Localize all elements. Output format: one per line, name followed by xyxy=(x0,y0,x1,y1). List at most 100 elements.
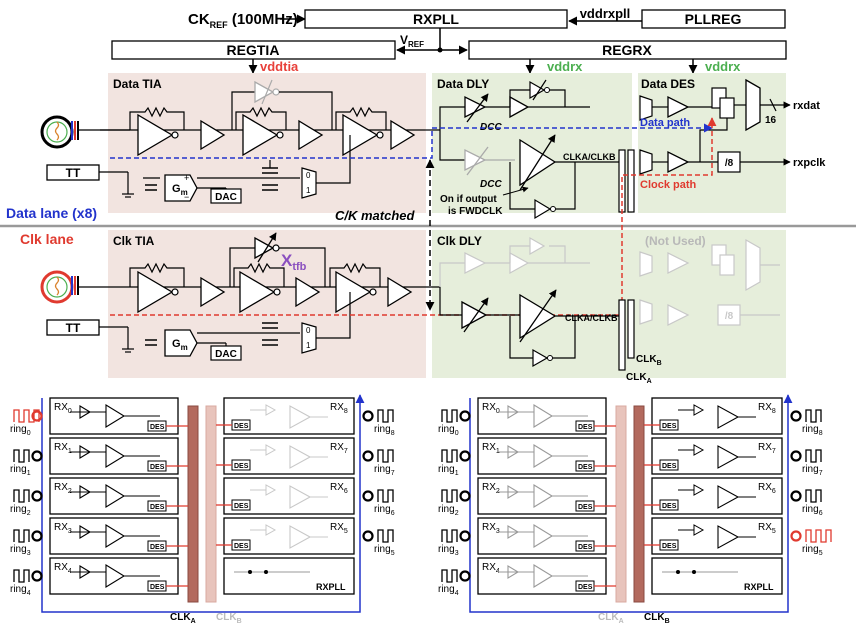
svg-text:On if output: On if output xyxy=(440,194,497,205)
svg-text:DES: DES xyxy=(150,584,165,591)
xtfb-label: Xtfb xyxy=(281,251,307,273)
svg-text:ring1: ring1 xyxy=(10,464,31,477)
svg-text:ring5: ring5 xyxy=(374,544,395,557)
svg-text:RXPLL: RXPLL xyxy=(744,582,774,592)
svg-text:RXPLL: RXPLL xyxy=(316,582,346,592)
clk-bar-b xyxy=(633,405,645,603)
clk-dly-title: Clk DLY xyxy=(437,234,482,248)
vddtia-label: vddtia xyxy=(260,59,299,74)
ckref-label: CKREF (100MHz) xyxy=(188,11,298,30)
clk-lane-label: Clk lane xyxy=(20,231,74,247)
ring-indicator xyxy=(790,410,802,422)
ring-indicator xyxy=(459,490,471,502)
svg-text:ring0: ring0 xyxy=(10,424,31,437)
svg-text:RX1: RX1 xyxy=(54,442,72,455)
svg-text:RX4: RX4 xyxy=(54,562,72,575)
ring-indicator xyxy=(459,410,471,422)
svg-text:DES: DES xyxy=(150,504,165,511)
clk-bar-a xyxy=(187,405,199,603)
svg-text:RX6: RX6 xyxy=(758,482,776,495)
svg-text:DES: DES xyxy=(578,424,593,431)
svg-text:RX2: RX2 xyxy=(482,482,500,495)
clk-mux xyxy=(301,322,317,354)
svg-text:ring0: ring0 xyxy=(438,424,459,437)
ring-indicator xyxy=(362,450,374,462)
pllreg-block xyxy=(641,9,786,29)
svg-text:RX5: RX5 xyxy=(330,522,348,535)
data-des-title: Data DES xyxy=(641,77,695,91)
svg-text:RX8: RX8 xyxy=(330,402,348,415)
data-path-label: Data path xyxy=(640,117,690,129)
svg-text:ring4: ring4 xyxy=(438,584,459,597)
rx-cell: RXPLL xyxy=(651,557,783,595)
ring-indicator xyxy=(362,530,374,542)
svg-text:RX0: RX0 xyxy=(54,402,72,415)
data-dly-title: Data DLY xyxy=(437,77,489,91)
data-tia-title: Data TIA xyxy=(113,77,162,91)
rx-cell: RXPLL xyxy=(223,557,355,595)
svg-text:RX5: RX5 xyxy=(758,522,776,535)
clkb-label: CLKB xyxy=(636,354,662,367)
svg-text:DES: DES xyxy=(234,543,249,550)
svg-text:is FWDCLK: is FWDCLK xyxy=(448,206,503,217)
svg-text:CLKB: CLKB xyxy=(644,612,670,625)
svg-text:DAC: DAC xyxy=(215,192,237,203)
rxpll-label: RXPLL xyxy=(413,11,459,27)
data-path-line xyxy=(110,123,713,159)
svg-text:DES: DES xyxy=(578,544,593,551)
svg-text:ring3: ring3 xyxy=(438,544,459,557)
clk-lane-circuit: TT Xtfb Gm DAC 0 1 xyxy=(40,232,780,385)
ring-indicator xyxy=(790,450,802,462)
svg-text:0: 0 xyxy=(306,171,311,180)
svg-text:DES: DES xyxy=(662,543,677,550)
not-used-label: (Not Used) xyxy=(645,234,706,248)
svg-text:RX6: RX6 xyxy=(330,482,348,495)
svg-text:ring1: ring1 xyxy=(438,464,459,477)
unused-path-ghost xyxy=(439,236,780,326)
svg-text:0: 0 xyxy=(306,326,311,335)
svg-text:DES: DES xyxy=(234,423,249,430)
clock-path-line xyxy=(621,117,717,318)
clka-label: CLKA xyxy=(626,372,652,385)
svg-text:ring4: ring4 xyxy=(10,584,31,597)
svg-text:ring6: ring6 xyxy=(374,504,395,517)
ring-indicator xyxy=(31,570,43,582)
pllreg-label: PLLREG xyxy=(685,11,742,27)
svg-text:DES: DES xyxy=(234,463,249,470)
svg-text:ring7: ring7 xyxy=(802,464,823,477)
svg-text:DES: DES xyxy=(150,544,165,551)
vref-label: VREF xyxy=(400,33,424,49)
svg-text:16: 16 xyxy=(765,115,777,126)
regrx-label: REGRX xyxy=(602,42,652,58)
ring-indicator xyxy=(31,450,43,462)
svg-text:CLKA/CLKB: CLKA/CLKB xyxy=(563,152,616,162)
data-lane-circuit: TT Gm + − DAC xyxy=(40,78,826,318)
regrx-block xyxy=(468,40,787,60)
svg-text:−: − xyxy=(184,192,189,202)
svg-text:ring8: ring8 xyxy=(374,424,395,437)
clk-tia-title: Clk TIA xyxy=(113,234,155,248)
svg-text:RX4: RX4 xyxy=(482,562,500,575)
svg-text:CLKA: CLKA xyxy=(170,612,196,625)
svg-text:/8: /8 xyxy=(725,158,734,169)
svg-text:1: 1 xyxy=(306,186,311,195)
ring-indicator xyxy=(790,490,802,502)
